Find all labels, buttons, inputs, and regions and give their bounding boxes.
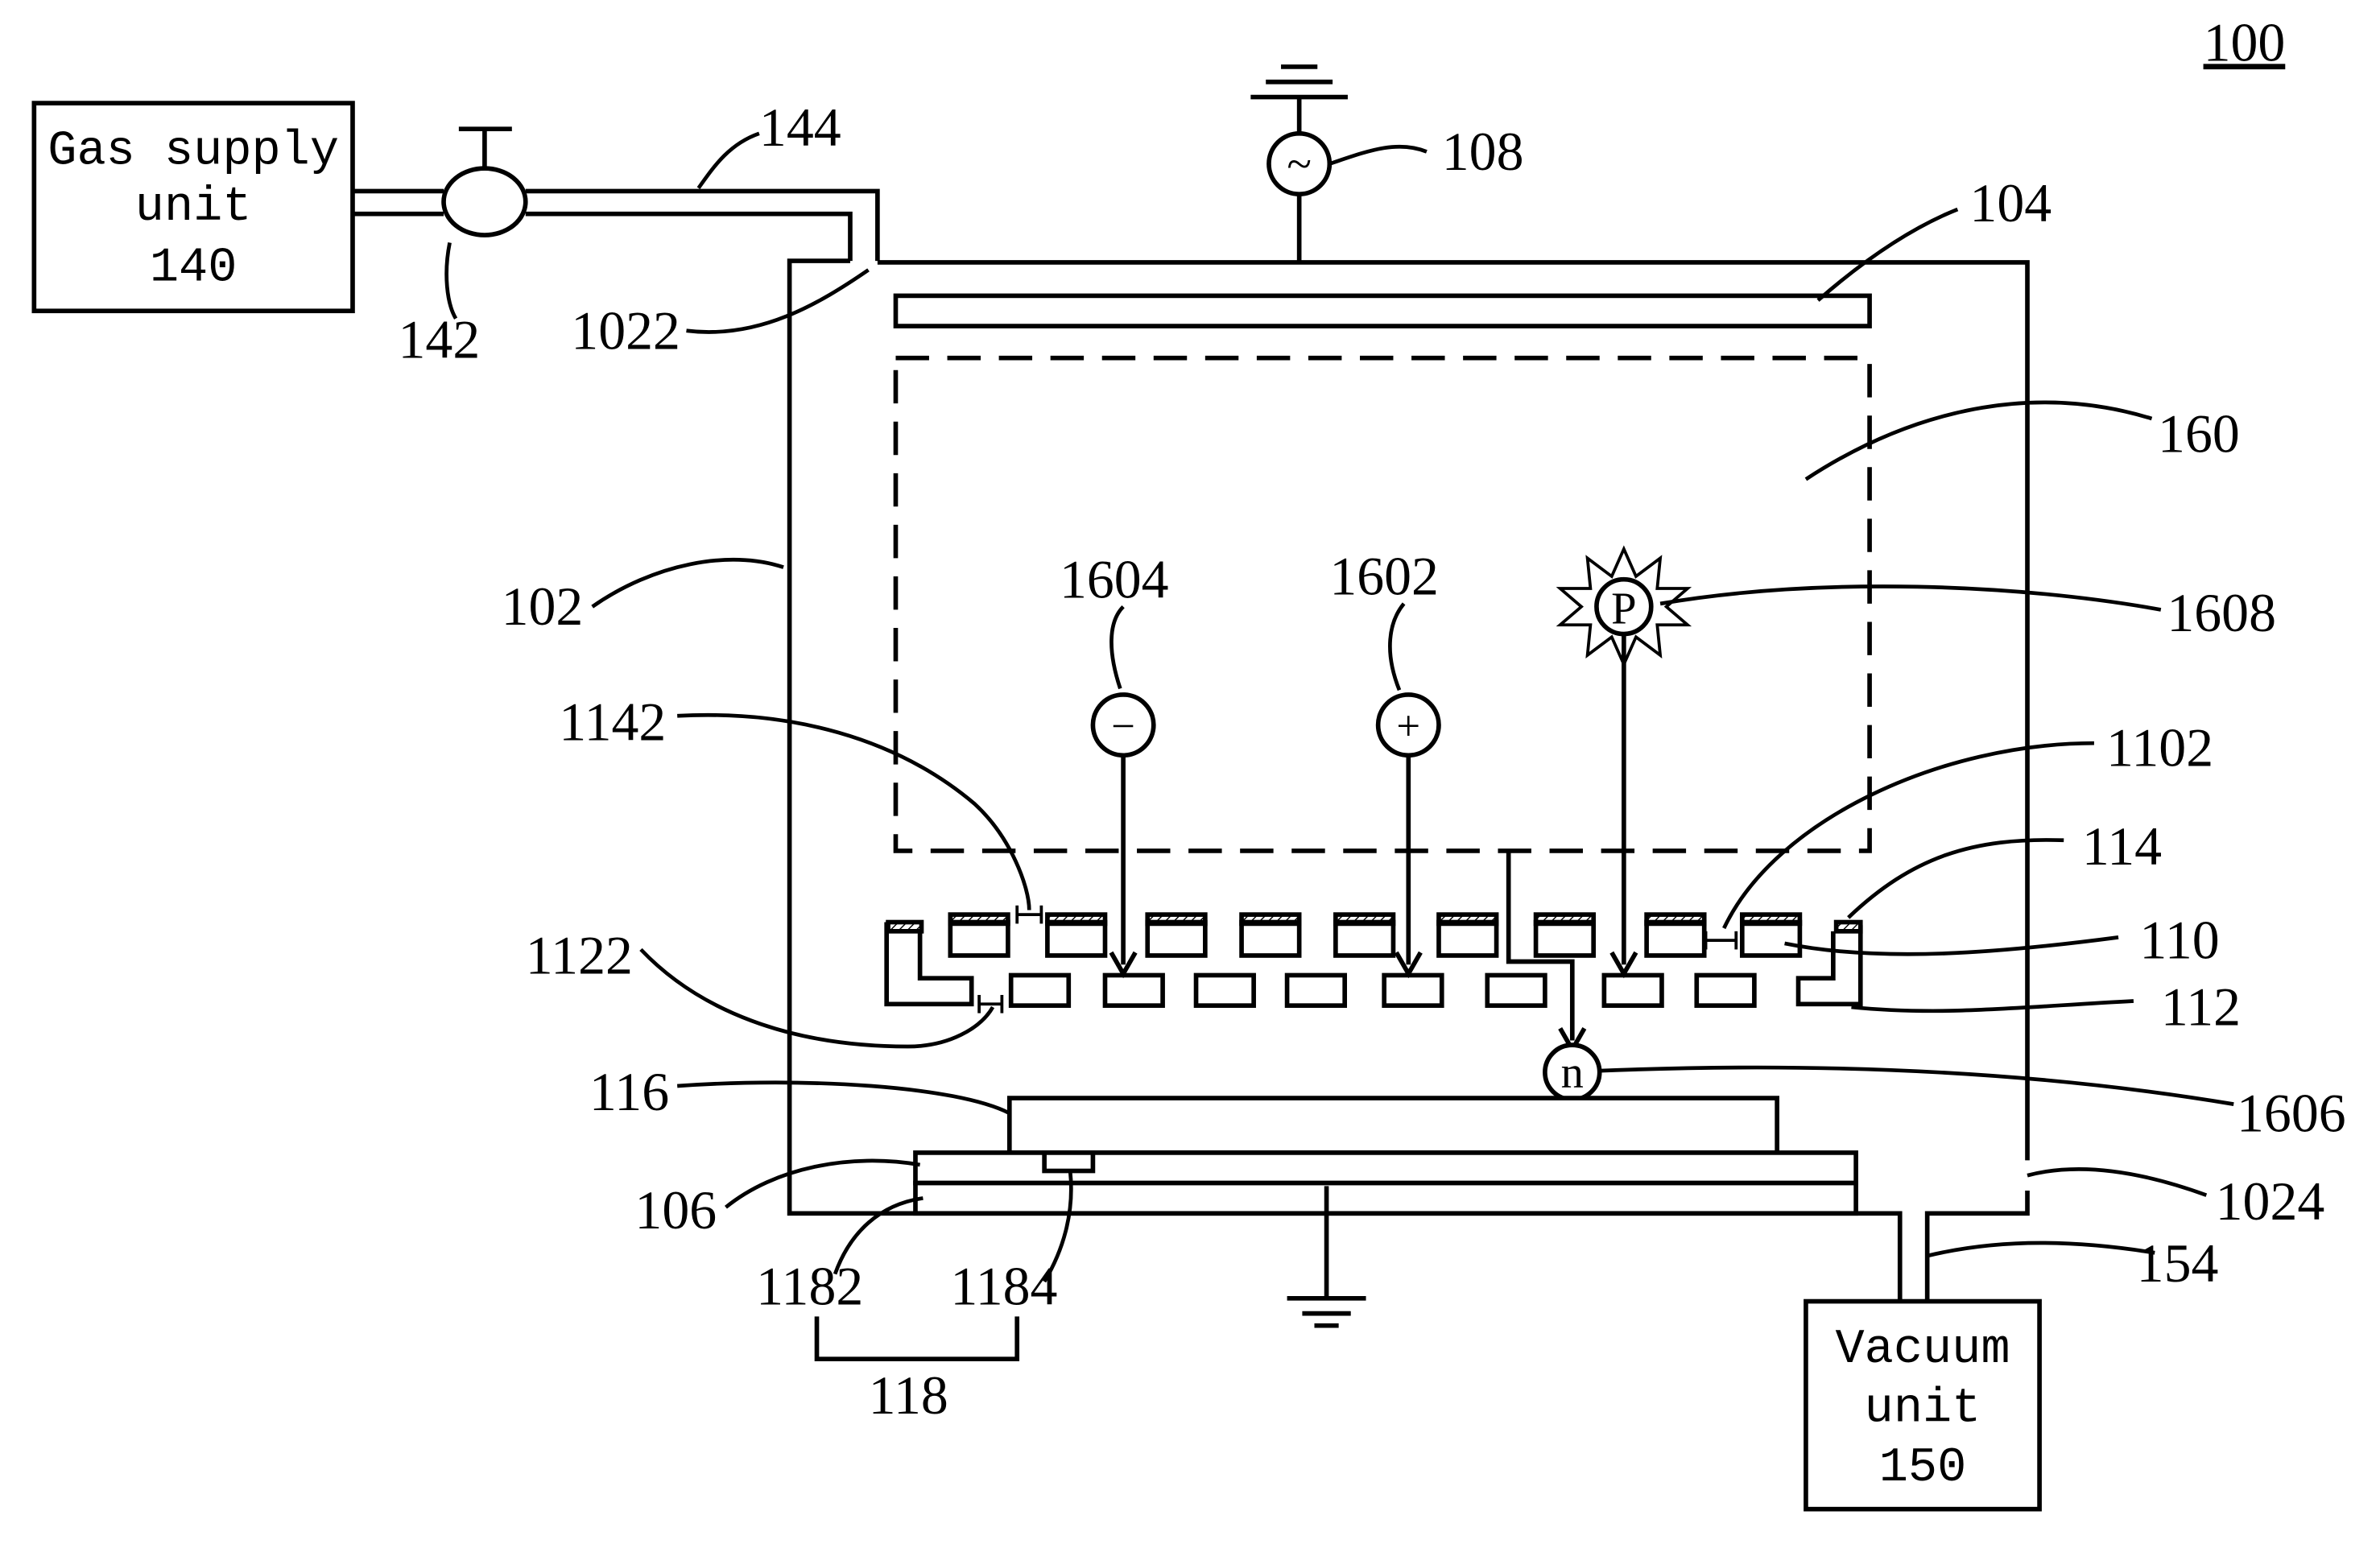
gas-supply-line3: 140: [150, 242, 238, 296]
label-1606: 1606: [2237, 1084, 2346, 1144]
label-1602: 1602: [1329, 547, 1439, 607]
label-1024: 1024: [2216, 1171, 2325, 1232]
label-114: 114: [2082, 816, 2162, 877]
label-116: 116: [589, 1062, 669, 1122]
label-1182: 1182: [756, 1256, 863, 1316]
coating-segment: [1047, 914, 1105, 923]
label-160: 160: [2158, 403, 2240, 464]
stage: [915, 1153, 1856, 1213]
label-1608: 1608: [2167, 583, 2276, 643]
coating-segment: [950, 914, 1008, 923]
coating-segment: [1647, 914, 1704, 923]
label-1604: 1604: [1060, 549, 1169, 609]
bracket-118: [817, 1316, 1018, 1359]
gas-supply-line1: Gas supply: [48, 124, 339, 179]
gas-pipe: [353, 191, 878, 261]
rf-symbol: ~: [1287, 139, 1312, 189]
neutral-symbol: n: [1561, 1048, 1584, 1098]
coating-segment: [1147, 914, 1205, 923]
lower-grid-112: [1011, 975, 1754, 1005]
label-112: 112: [2161, 977, 2241, 1038]
upper-electrode: [895, 295, 1870, 326]
label-144: 144: [759, 97, 841, 158]
valve: [444, 129, 526, 235]
vacuum-line3: 150: [1879, 1441, 1967, 1496]
gas-supply-unit: Gas supply unit 140: [34, 103, 353, 311]
gas-supply-line2: unit: [135, 180, 252, 235]
substrate: [1010, 1098, 1777, 1153]
upper-grid-110: [888, 914, 1861, 956]
figure-number: 100: [2204, 12, 2286, 72]
label-102: 102: [502, 576, 584, 637]
label-118: 118: [869, 1365, 948, 1426]
label-142: 142: [399, 310, 481, 370]
vacuum-line1: Vacuum: [1835, 1323, 2010, 1377]
vacuum-line2: unit: [1865, 1381, 1981, 1436]
label-1122: 1122: [526, 926, 633, 986]
coating-segment: [1439, 914, 1497, 923]
label-154: 154: [2137, 1233, 2219, 1294]
coating-segment: [1536, 914, 1594, 923]
label-1184: 1184: [950, 1256, 1057, 1316]
label-106: 106: [634, 1180, 717, 1241]
label-104: 104: [1969, 173, 2052, 233]
negative-ion-symbol: −: [1111, 703, 1135, 749]
positive-ion-symbol: +: [1396, 703, 1420, 749]
coating-segment: [1336, 914, 1394, 923]
coating-segment: [1242, 914, 1299, 923]
photon: P: [1560, 549, 1688, 974]
vacuum-unit: Vacuum unit 150: [1806, 1289, 2039, 1509]
label-110: 110: [2139, 910, 2219, 971]
coating-segment: [1742, 914, 1800, 923]
photon-symbol: P: [1611, 584, 1636, 634]
coating-segment: [888, 923, 921, 931]
label-108: 108: [1442, 122, 1524, 182]
label-1022: 1022: [571, 300, 680, 361]
label-1142: 1142: [559, 691, 666, 752]
label-1102: 1102: [2106, 717, 2213, 778]
coating-segment: [1837, 923, 1861, 931]
